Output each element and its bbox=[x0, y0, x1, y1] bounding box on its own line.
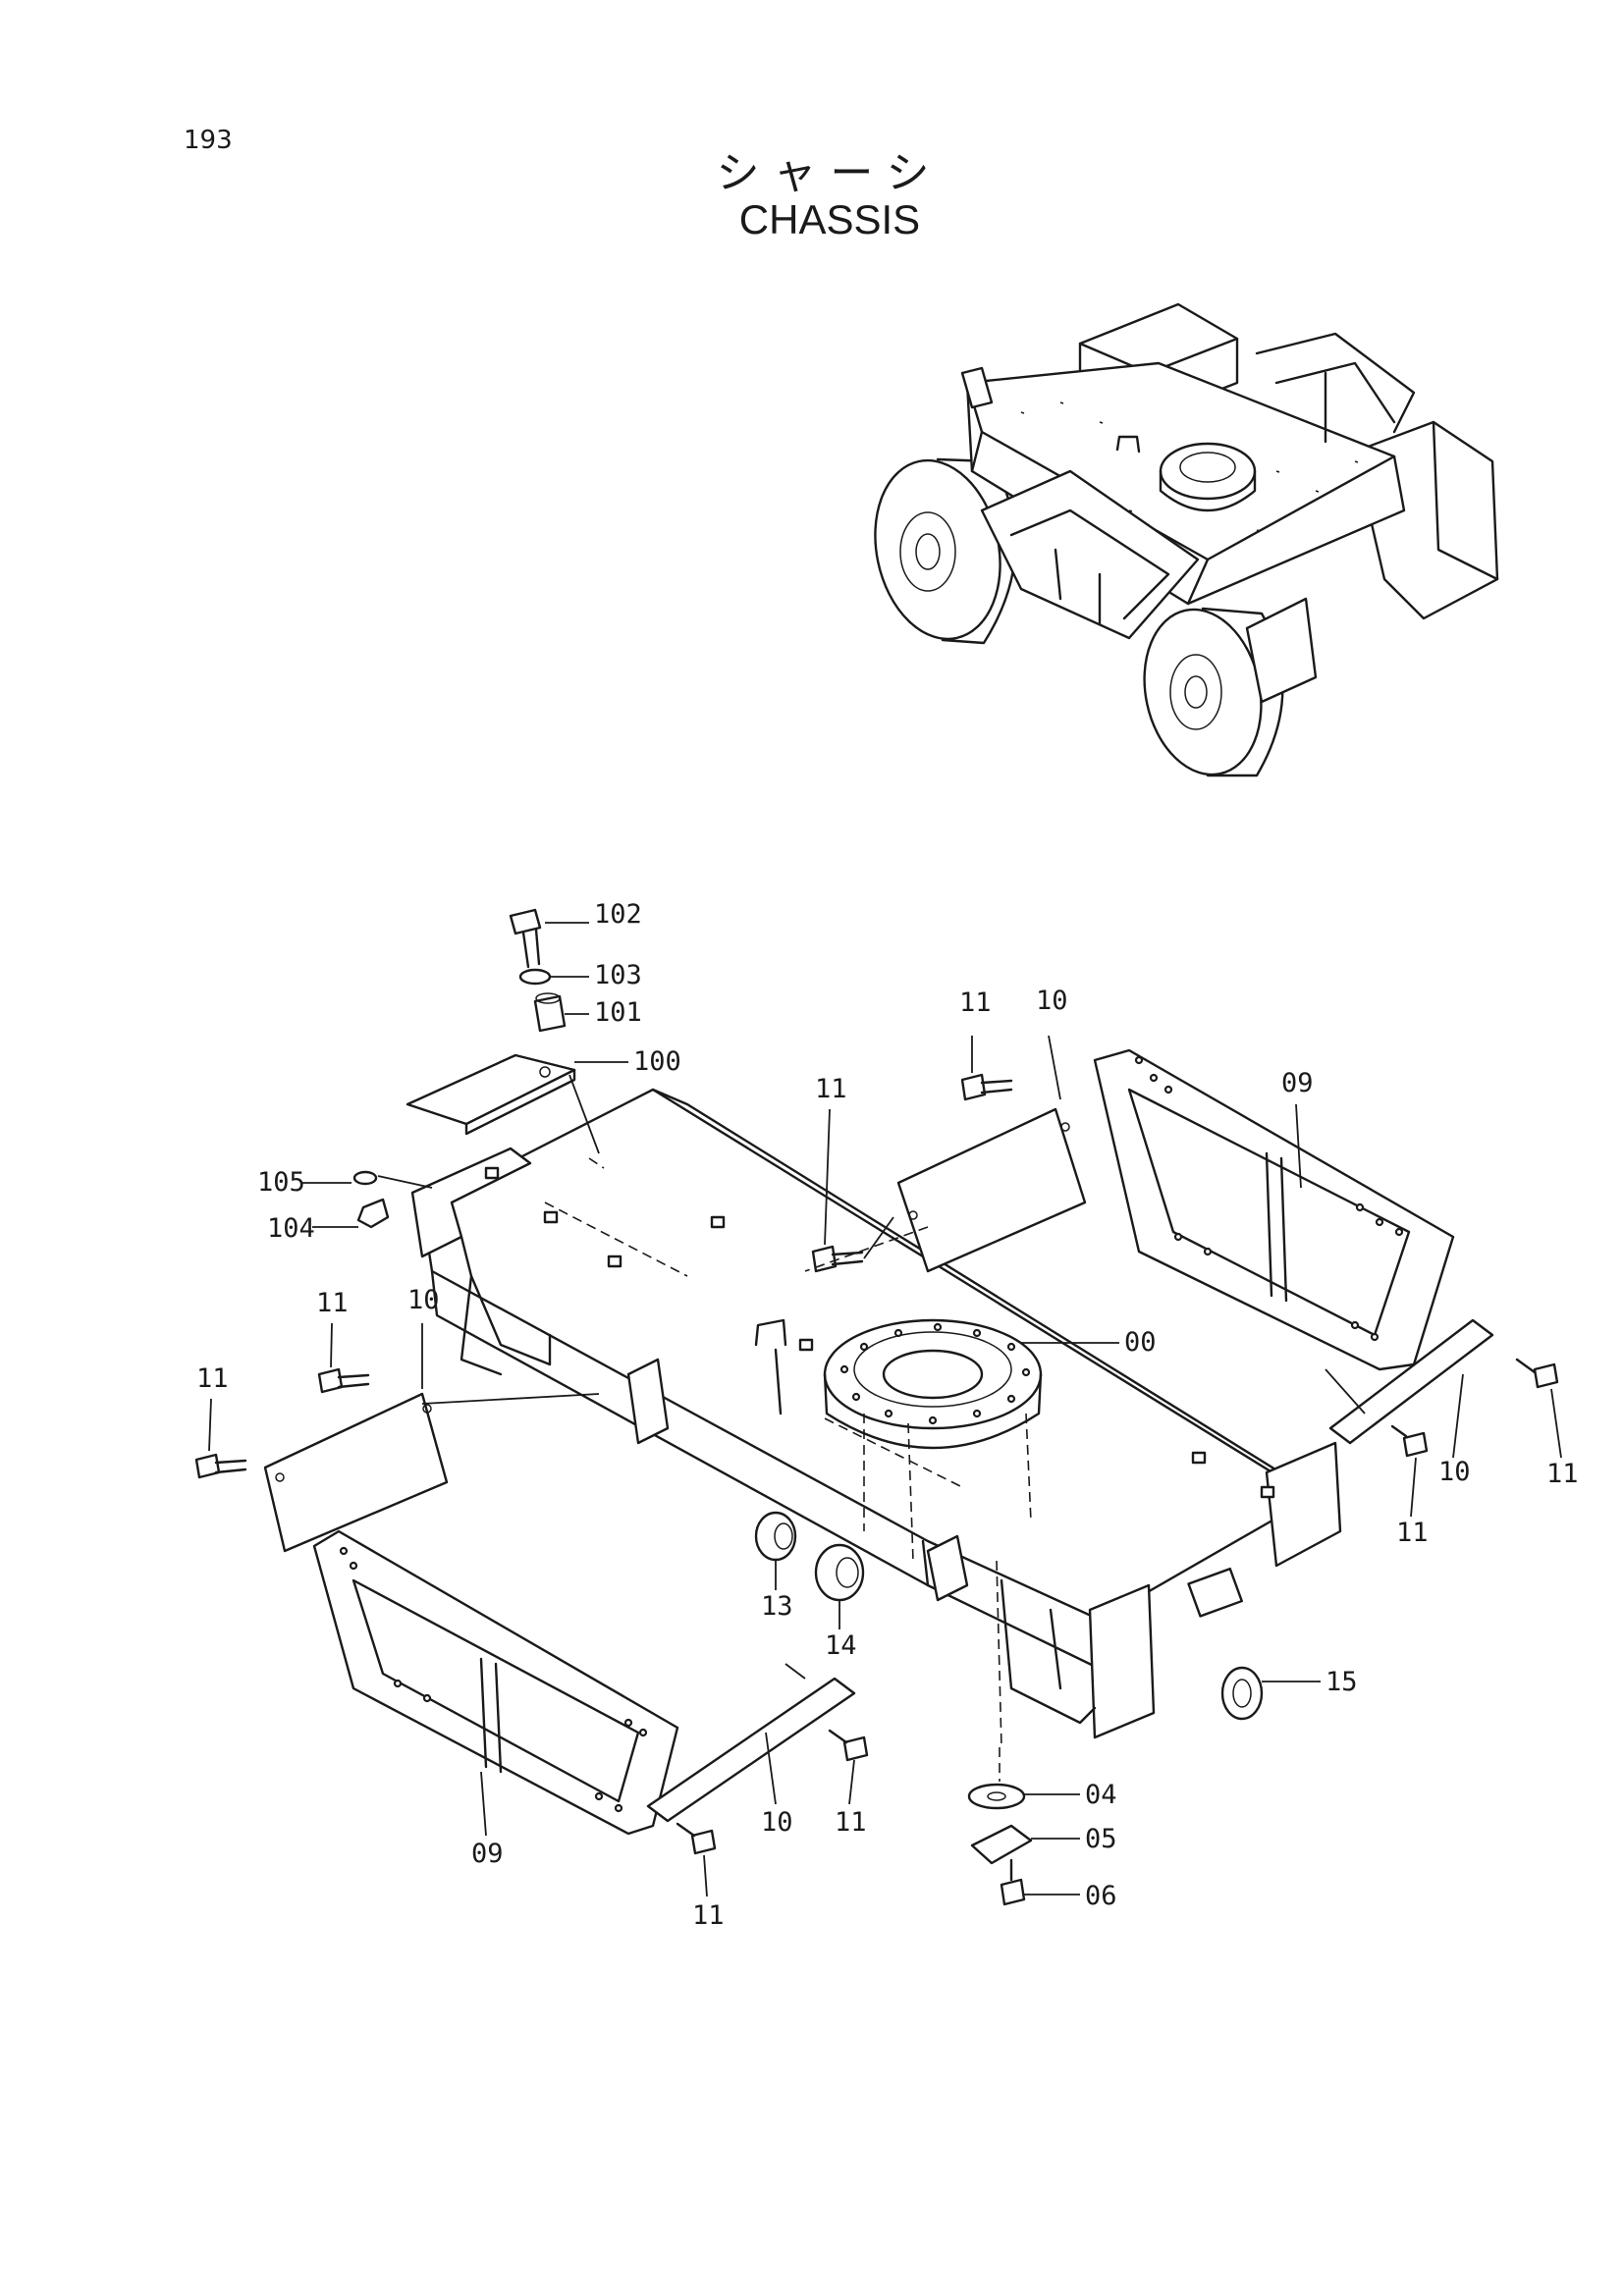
callout-15: 15 bbox=[1325, 1667, 1358, 1697]
callout-11: 11 bbox=[316, 1288, 349, 1318]
slewing-bearing bbox=[823, 1318, 1043, 1450]
callout-11: 11 bbox=[692, 1900, 725, 1931]
callout-11: 11 bbox=[1396, 1518, 1429, 1548]
callout-101: 101 bbox=[594, 997, 642, 1028]
callout-10: 10 bbox=[1438, 1457, 1471, 1487]
callout-05: 05 bbox=[1085, 1824, 1117, 1854]
callout-10: 10 bbox=[407, 1285, 440, 1315]
callout-104: 104 bbox=[267, 1213, 315, 1244]
callout-10: 10 bbox=[761, 1807, 793, 1838]
callout-11: 11 bbox=[1546, 1459, 1579, 1489]
exploded-chassis-drawing bbox=[194, 908, 1559, 1906]
callout-11: 11 bbox=[815, 1074, 847, 1104]
callout-102: 102 bbox=[594, 899, 642, 930]
callout-09: 09 bbox=[1281, 1068, 1314, 1098]
callout-04: 04 bbox=[1085, 1780, 1117, 1810]
callout-11: 11 bbox=[959, 988, 992, 1018]
callout-103: 103 bbox=[594, 960, 642, 990]
overview-illustration bbox=[874, 302, 1499, 777]
callout-11: 11 bbox=[835, 1807, 867, 1838]
page-title: CHASSIS bbox=[738, 196, 921, 242]
callout-09: 09 bbox=[471, 1839, 504, 1869]
callout-00: 00 bbox=[1124, 1327, 1157, 1358]
callout-06: 06 bbox=[1085, 1881, 1117, 1911]
callout-105: 105 bbox=[257, 1167, 305, 1198]
callout-labels: 102 103 101 100 105 104 11 10 11 09 00 1… bbox=[196, 899, 1579, 1931]
page-title-japanese: シャーシ bbox=[716, 148, 944, 198]
callout-14: 14 bbox=[825, 1630, 857, 1661]
callout-13: 13 bbox=[761, 1591, 793, 1622]
callout-11: 11 bbox=[196, 1363, 229, 1394]
callout-100: 100 bbox=[633, 1046, 681, 1077]
callout-leaders bbox=[208, 922, 1562, 1897]
callout-10: 10 bbox=[1036, 986, 1068, 1016]
page-number: 193 bbox=[184, 126, 233, 155]
